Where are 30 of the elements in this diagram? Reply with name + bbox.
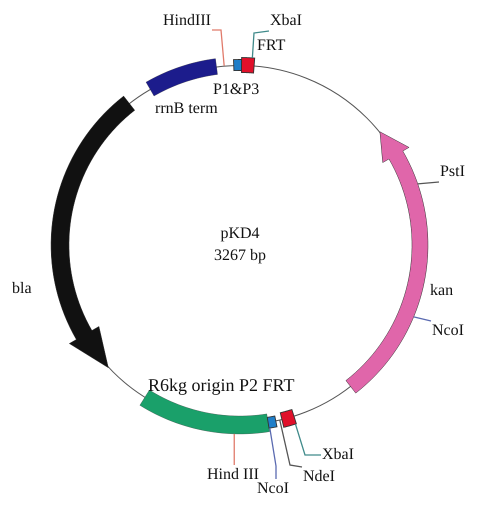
leader-line (418, 181, 440, 185)
plasmid-name: pKD4 (220, 224, 260, 244)
leader-line (234, 434, 235, 465)
restriction-site-label: NcoI (257, 480, 289, 498)
restriction-site-label: NcoI (432, 322, 464, 340)
feature-label: FRT (257, 37, 286, 55)
restriction-site-label: PstI (440, 163, 465, 181)
restriction-site-label: XbaI (270, 12, 302, 30)
leader-line (294, 424, 321, 456)
frt-box (241, 57, 256, 74)
restriction-site-label: Hind III (207, 466, 259, 484)
plasmid-size: 3267 bp (214, 246, 266, 266)
gene-label: bla (12, 280, 32, 298)
gene-label: kan (430, 282, 454, 300)
leader-line (212, 29, 225, 66)
gene-arrow (346, 131, 428, 394)
feature-label: rrnB term (155, 100, 218, 118)
restriction-site-label: NdeI (303, 468, 335, 486)
leader-line (269, 428, 277, 479)
restriction-site-label: HindIII (163, 12, 211, 30)
promoter-box (233, 59, 242, 72)
frt-box (280, 408, 297, 428)
restriction-site-label: XbaI (322, 446, 354, 464)
feature-label: R6kg origin P2 FRT (148, 376, 294, 394)
leader-line (252, 30, 270, 58)
gene-arrow (50, 96, 135, 368)
feature-label: P1&P3 (213, 81, 260, 99)
promoter-box (266, 415, 278, 429)
leader-line (279, 420, 302, 468)
leader-line (414, 316, 432, 322)
